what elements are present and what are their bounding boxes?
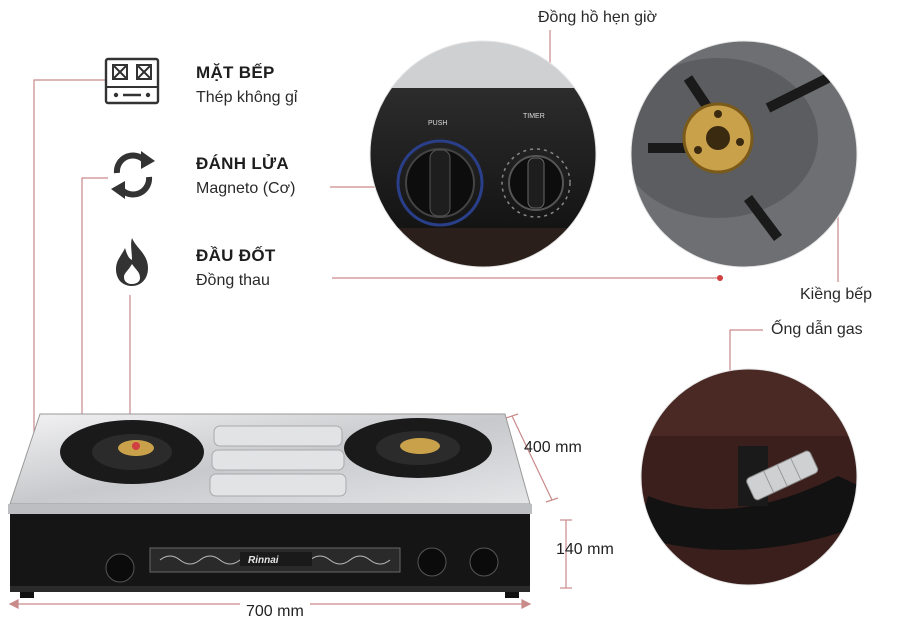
knobs-detail-image [368,38,598,270]
stove-product-image [0,400,540,600]
timer-knob-label: TIMER [523,113,545,120]
feature-title-burner: ĐẦU ĐỐT [196,246,276,265]
push-knob-label: PUSH [428,120,448,127]
feature-subtitle-ignition: Magneto (Cơ) [196,180,296,197]
feature-subtitle-surface: Thép không gỉ [196,89,298,106]
brand-logo: Rinnai [248,555,279,566]
refresh-cycle-icon [107,147,159,203]
stove-top-icon [104,57,160,105]
width-dimension-label: 700 mm [240,603,310,621]
gas-pipe-detail-image [638,366,860,588]
height-dimension-label: 140 mm [556,541,614,558]
feature-title-surface: MẶT BẾP [196,63,275,82]
depth-dimension-label: 400 mm [524,439,582,456]
flame-icon [110,236,154,288]
burner-detail-image [628,38,860,270]
grate-callout-label: Kiềng bếp [800,286,873,303]
gas-pipe-callout-label: Ống dẫn gas [771,321,863,338]
feature-subtitle-burner: Đồng thau [196,272,270,289]
feature-title-ignition: ĐÁNH LỬA [196,154,289,173]
timer-callout-label: Đồng hồ hẹn giờ [538,9,658,26]
